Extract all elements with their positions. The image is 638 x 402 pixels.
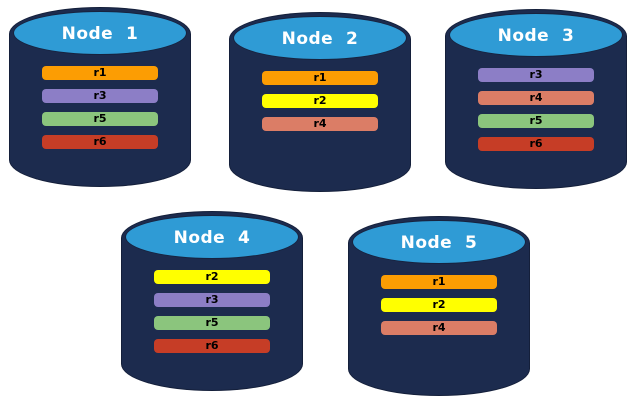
- replica-bar-r5: r5: [478, 114, 594, 128]
- node-cylinder-1: Node 1 r1 r3 r5 r6: [10, 8, 190, 186]
- replica-bar-r5: r5: [154, 316, 270, 330]
- replica-list: r2 r3 r5 r6: [154, 270, 270, 353]
- node-cylinder-3: Node 3 r3 r4 r5 r6: [446, 10, 626, 188]
- node-cylinder-2: Node 2 r1 r2 r4: [230, 13, 410, 191]
- replica-bar-r4: r4: [381, 321, 497, 335]
- replica-bar-r6: r6: [42, 135, 158, 149]
- node-title: Node 3: [497, 26, 575, 46]
- replica-bar-r6: r6: [154, 339, 270, 353]
- replica-bar-r1: r1: [42, 66, 158, 80]
- replica-bar-r4: r4: [262, 117, 378, 131]
- replica-bar-r6: r6: [478, 137, 594, 151]
- node-title: Node 4: [173, 228, 251, 248]
- replica-bar-r3: r3: [42, 89, 158, 103]
- cylinder-top-ellipse: Node 4: [125, 215, 299, 259]
- cylinder-top-ellipse: Node 5: [352, 220, 526, 264]
- replica-bar-r2: r2: [381, 298, 497, 312]
- replica-bar-r1: r1: [262, 71, 378, 85]
- replica-list: r3 r4 r5 r6: [478, 68, 594, 151]
- cylinder-top-ellipse: Node 2: [233, 16, 407, 60]
- replica-bar-r2: r2: [262, 94, 378, 108]
- cylinder-top-ellipse: Node 3: [449, 13, 623, 57]
- node-title: Node 2: [281, 29, 359, 49]
- replica-list: r1 r2 r4: [381, 275, 497, 335]
- node-cylinder-5: Node 5 r1 r2 r4: [349, 217, 529, 395]
- node-cylinder-4: Node 4 r2 r3 r5 r6: [122, 212, 302, 390]
- replica-bar-r4: r4: [478, 91, 594, 105]
- node-title: Node 5: [400, 233, 478, 253]
- replica-bar-r2: r2: [154, 270, 270, 284]
- replica-bar-r3: r3: [154, 293, 270, 307]
- replica-bar-r3: r3: [478, 68, 594, 82]
- replica-list: r1 r3 r5 r6: [42, 66, 158, 149]
- replica-bar-r5: r5: [42, 112, 158, 126]
- replica-bar-r1: r1: [381, 275, 497, 289]
- replica-list: r1 r2 r4: [262, 71, 378, 131]
- cylinder-top-ellipse: Node 1: [13, 11, 187, 55]
- node-title: Node 1: [61, 24, 139, 44]
